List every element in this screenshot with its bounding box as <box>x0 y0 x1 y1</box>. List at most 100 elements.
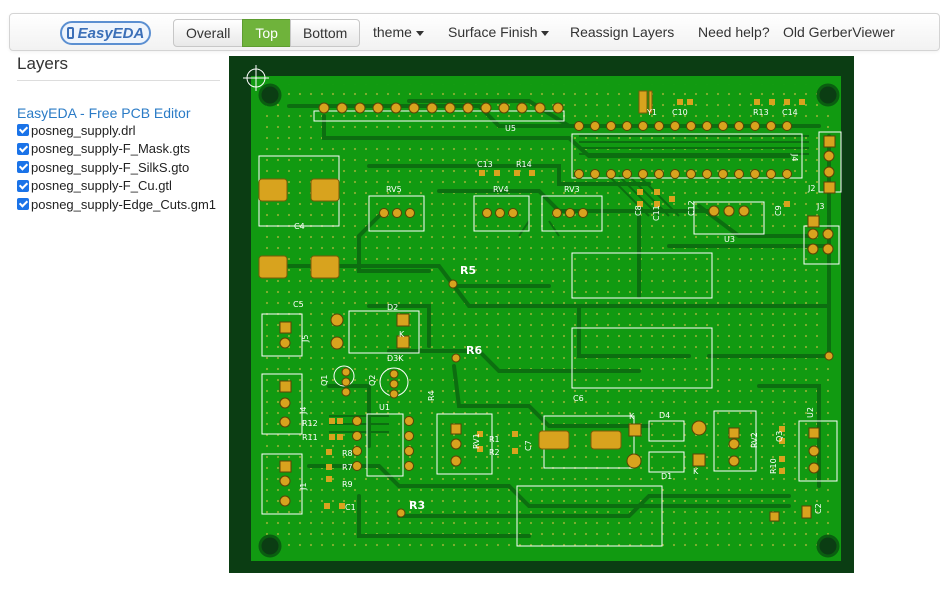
svg-text:R12: R12 <box>302 419 318 428</box>
svg-text:J5: J5 <box>301 335 310 343</box>
svg-text:C2: C2 <box>814 503 823 514</box>
view-side-toggle: Overall Top Bottom <box>173 19 361 47</box>
svg-text:C12: C12 <box>687 200 696 216</box>
layer-checkbox[interactable] <box>17 124 29 137</box>
svg-text:D4: D4 <box>659 411 670 420</box>
via-grid <box>259 84 834 554</box>
layer-item[interactable]: posneg_supply-F_Mask.gts <box>17 140 220 159</box>
bottom-button[interactable]: Bottom <box>289 19 361 47</box>
svg-text:R14: R14 <box>516 160 532 169</box>
layers-title: Layers <box>17 54 220 81</box>
svg-text:RV4: RV4 <box>493 185 509 194</box>
svg-text:R3: R3 <box>409 499 425 512</box>
svg-text:C11: C11 <box>652 205 661 221</box>
layer-checkbox[interactable] <box>17 179 29 192</box>
logo-text: EasyEDA <box>77 24 145 42</box>
theme-dropdown[interactable]: theme <box>373 24 424 40</box>
reassign-layers-link[interactable]: Reassign Layers <box>570 24 675 40</box>
silkscreen-outlines <box>258 110 842 547</box>
layer-name: posneg_supply-Edge_Cuts.gm1 <box>31 196 217 212</box>
caret-down-icon <box>541 30 550 36</box>
svg-text:C5: C5 <box>293 300 304 309</box>
svg-text:C1: C1 <box>345 503 356 512</box>
svg-text:C7: C7 <box>524 440 533 451</box>
svg-text:C4: C4 <box>294 222 305 231</box>
svg-text:K: K <box>399 330 405 339</box>
logo-icon <box>66 27 74 39</box>
svg-text:J4: J4 <box>299 407 308 415</box>
layer-item[interactable]: posneg_supply-Edge_Cuts.gm1 <box>17 195 220 214</box>
layers-sidebar: Layers EasyEDA - Free PCB Editor posneg_… <box>17 54 220 214</box>
svg-text:U1: U1 <box>379 403 390 412</box>
svg-text:R9: R9 <box>342 480 353 489</box>
svg-text:C10: C10 <box>672 108 688 117</box>
svg-text:Q1: Q1 <box>320 375 329 386</box>
layer-item[interactable]: posneg_supply.drl <box>17 121 220 140</box>
svg-text:U5: U5 <box>505 124 516 133</box>
svg-text:RV2: RV2 <box>750 432 759 448</box>
svg-text:D2: D2 <box>387 303 398 312</box>
svg-text:Y1: Y1 <box>646 108 657 117</box>
svg-text:K: K <box>693 467 699 476</box>
svg-text:J3: J3 <box>816 202 824 211</box>
svg-text:R10: R10 <box>769 458 778 474</box>
svg-text:C8: C8 <box>634 205 643 216</box>
svg-text:C14: C14 <box>782 108 798 117</box>
smd-pads <box>324 99 805 509</box>
layer-item[interactable]: posneg_supply-F_Cu.gtl <box>17 177 220 196</box>
layer-name: posneg_supply-F_Cu.gtl <box>31 178 172 194</box>
easyeda-logo[interactable]: EasyEDA <box>60 21 151 45</box>
layer-item[interactable]: posneg_supply-F_SilkS.gto <box>17 158 220 177</box>
through-hole-pads <box>279 102 836 522</box>
layer-checkbox[interactable] <box>17 161 29 174</box>
layer-checkbox[interactable] <box>17 198 29 211</box>
svg-text:K: K <box>629 412 635 421</box>
svg-text:J1: J1 <box>299 483 308 491</box>
layer-name: posneg_supply.drl <box>31 122 136 138</box>
svg-text:C9: C9 <box>774 205 783 216</box>
mounting-holes <box>258 83 840 558</box>
svg-text:U2: U2 <box>806 407 815 418</box>
layer-name: posneg_supply-F_SilkS.gto <box>31 159 190 175</box>
caret-down-icon <box>415 30 424 36</box>
easyeda-editor-link[interactable]: EasyEDA - Free PCB Editor <box>17 105 191 121</box>
svg-text:C6: C6 <box>573 394 584 403</box>
overall-button[interactable]: Overall <box>173 19 244 47</box>
top-navbar: EasyEDA Overall Top Bottom theme Surface… <box>9 13 940 51</box>
copper-traces-thin <box>329 135 809 433</box>
fiducial-marker <box>243 65 269 91</box>
svg-text:Q3: Q3 <box>775 431 784 442</box>
svg-text:J2: J2 <box>807 184 815 193</box>
svg-text:R4: R4 <box>427 390 436 401</box>
pads <box>258 90 653 450</box>
svg-text:D3K: D3K <box>387 354 404 363</box>
svg-text:R7: R7 <box>342 463 353 472</box>
svg-text:R1: R1 <box>489 435 500 444</box>
surface-finish-dropdown[interactable]: Surface Finish <box>448 24 550 40</box>
svg-text:RV1: RV1 <box>472 433 481 449</box>
theme-label: theme <box>373 24 412 40</box>
svg-text:D1: D1 <box>661 472 672 481</box>
svg-text:R11: R11 <box>302 433 318 442</box>
need-help-link[interactable]: Need help? <box>698 24 770 40</box>
svg-text:R13: R13 <box>753 108 769 117</box>
svg-text:R8: R8 <box>342 449 353 458</box>
svg-text:U3: U3 <box>724 235 735 244</box>
svg-text:C13: C13 <box>477 160 493 169</box>
layer-name: posneg_supply-F_Mask.gts <box>31 141 190 157</box>
svg-text:RV3: RV3 <box>564 185 580 194</box>
svg-text:Q2: Q2 <box>368 375 377 386</box>
svg-text:R6: R6 <box>466 344 482 357</box>
svg-text:R5: R5 <box>460 264 476 277</box>
svg-text:J4: J4 <box>790 153 799 161</box>
surface-finish-label: Surface Finish <box>448 24 538 40</box>
layer-checkbox[interactable] <box>17 142 29 155</box>
svg-text:RV5: RV5 <box>386 185 402 194</box>
old-gerberviewer-link[interactable]: Old GerberViewer <box>783 24 895 40</box>
top-button[interactable]: Top <box>242 19 291 47</box>
svg-text:R2: R2 <box>489 448 500 457</box>
